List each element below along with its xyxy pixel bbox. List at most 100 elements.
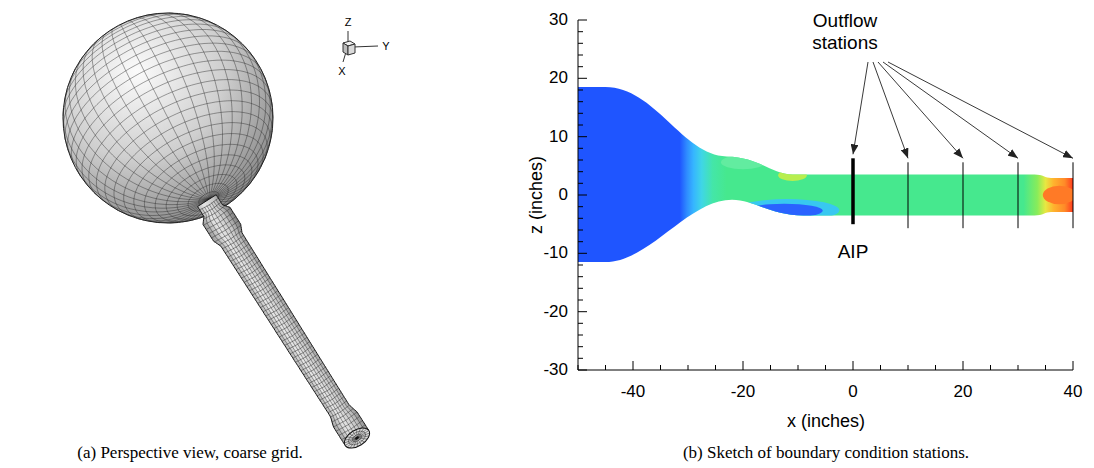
separation-region [746,204,823,218]
sphere-meridian [146,15,215,199]
subfigure-caption: (b) Sketch of boundary condition station… [683,443,969,463]
minor-tick [660,365,661,370]
sphere-ring [96,90,273,202]
major-tick [578,253,587,254]
minor-tick [688,365,689,370]
major-tick [633,361,634,370]
sphere-meridian [69,68,209,200]
minor-tick [578,265,583,266]
tube-line [204,207,350,441]
tick-label: -40 [621,382,646,402]
minor-tick [578,288,583,289]
nozzle-center [355,436,360,440]
minor-tick [770,365,771,370]
tick-label: -10 [543,244,568,264]
minor-tick [578,183,583,184]
station-line [1018,162,1019,228]
tube-line [216,200,365,432]
minor-tick [935,365,936,370]
nozzle-ring [346,428,368,447]
minor-tick [578,55,583,56]
major-tick [578,370,587,371]
tick-label: -20 [543,302,568,322]
triad-cube-side [343,43,348,55]
triad-y-axis [353,46,378,47]
station-line [963,162,964,228]
nozzle-face [341,424,373,452]
minor-tick [578,31,583,32]
major-tick [578,195,587,196]
contour-patch [778,169,807,181]
tick-label: -30 [543,360,568,380]
sphere-meridian [169,13,232,199]
minor-tick [605,365,606,370]
minor-tick [990,365,991,370]
tube-line [209,204,357,437]
nozzle-rim [341,424,373,452]
sphere-meridian [102,33,209,199]
sphere-meridian [92,39,209,199]
minor-tick [578,125,583,126]
tube-line [202,208,348,443]
sphere-mesh [63,13,273,223]
subfigure-caption: (a) Perspective view, coarse grid. [77,443,302,463]
leader-arrow [883,62,1018,158]
sphere-surface [63,13,273,223]
axis-title: z (inches) [526,156,547,234]
nozzle-ring [351,433,363,443]
tick-label: 40 [1064,382,1083,402]
station-line [1073,162,1074,228]
tick-label: 0 [848,382,857,402]
tube-line [207,206,354,440]
tick-label: 20 [549,69,568,89]
tube-mesh [200,198,368,444]
duct-contour [578,87,1073,262]
duct-tube [198,195,369,445]
minor-tick [578,276,583,277]
sphere-meridian [209,102,273,199]
tick-label: 30 [549,10,568,30]
axis-triad [343,31,378,62]
sphere-ring [76,60,266,176]
station-line [908,162,909,228]
nozzle-spoke [347,433,357,443]
triad-cube-front [348,44,355,55]
axis-title: x (inches) [787,411,865,432]
major-tick [578,78,587,79]
minor-tick [715,365,716,370]
sphere-meridian [156,14,223,200]
minor-tick [578,365,579,370]
tick-label: 0 [559,185,568,205]
minor-tick [578,113,583,114]
minor-tick [578,323,583,324]
minor-tick [578,206,583,207]
sphere-meridian [136,199,209,221]
minor-tick [578,160,583,161]
sphere-meridian [209,131,272,199]
axis-letter: Y [382,40,389,53]
sphere-meridian [121,24,210,199]
minor-tick [1045,365,1046,370]
tick-label: 20 [954,382,973,402]
axis-letter: X [338,65,345,78]
major-tick [578,20,587,21]
tube-line [211,203,359,436]
minor-tick [578,218,583,219]
minor-tick [798,365,799,370]
major-tick [963,361,964,370]
plot-axes [578,20,1073,370]
sphere-meridian [183,14,243,199]
major-tick [1073,361,1074,370]
minor-tick [578,90,583,91]
axis-letter: Z [345,16,352,29]
sphere-meridian [209,46,266,199]
tick-label: 10 [549,127,568,147]
sphere-meridian [128,21,209,199]
minor-tick [908,365,909,370]
minor-tick [825,365,826,370]
major-tick [743,361,744,370]
minor-tick [578,346,583,347]
nozzle-spoke [347,438,359,448]
sphere-meridian [112,29,209,200]
